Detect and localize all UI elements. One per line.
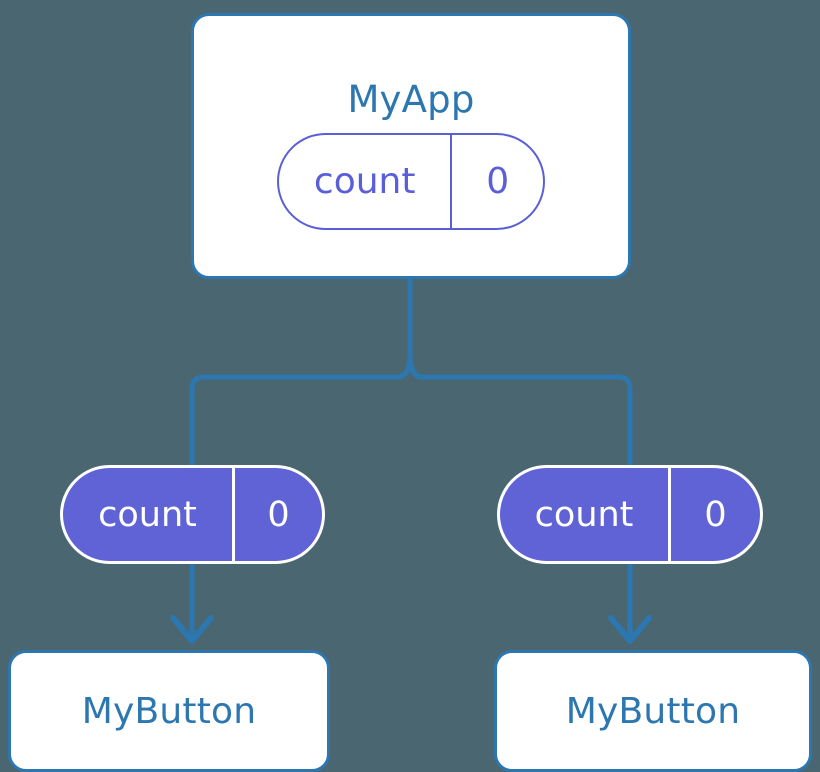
component-label-mybutton: MyButton	[81, 691, 257, 732]
state-pill-child-left[interactable]: count 0	[60, 465, 325, 564]
arrow-head-left	[170, 615, 214, 644]
connector-to-right-state	[407, 352, 633, 465]
state-pill-key: count	[279, 135, 453, 228]
state-pill-child-right[interactable]: count 0	[497, 465, 763, 564]
state-pill-value: 0	[486, 161, 510, 202]
connector-to-left-state	[189, 352, 413, 465]
component-label-myapp: MyApp	[347, 78, 475, 121]
state-pill-key: count	[500, 468, 672, 561]
component-node-mybutton-left[interactable]: MyButton	[8, 650, 330, 772]
state-pill-value: 0	[267, 494, 290, 535]
state-pill-key: count	[63, 468, 236, 561]
state-pill-value: 0	[704, 494, 727, 535]
component-label-mybutton: MyButton	[565, 691, 741, 732]
state-pill-myapp[interactable]: count 0	[277, 133, 545, 230]
component-node-mybutton-right[interactable]: MyButton	[494, 650, 812, 772]
arrow-head-right	[608, 615, 652, 644]
